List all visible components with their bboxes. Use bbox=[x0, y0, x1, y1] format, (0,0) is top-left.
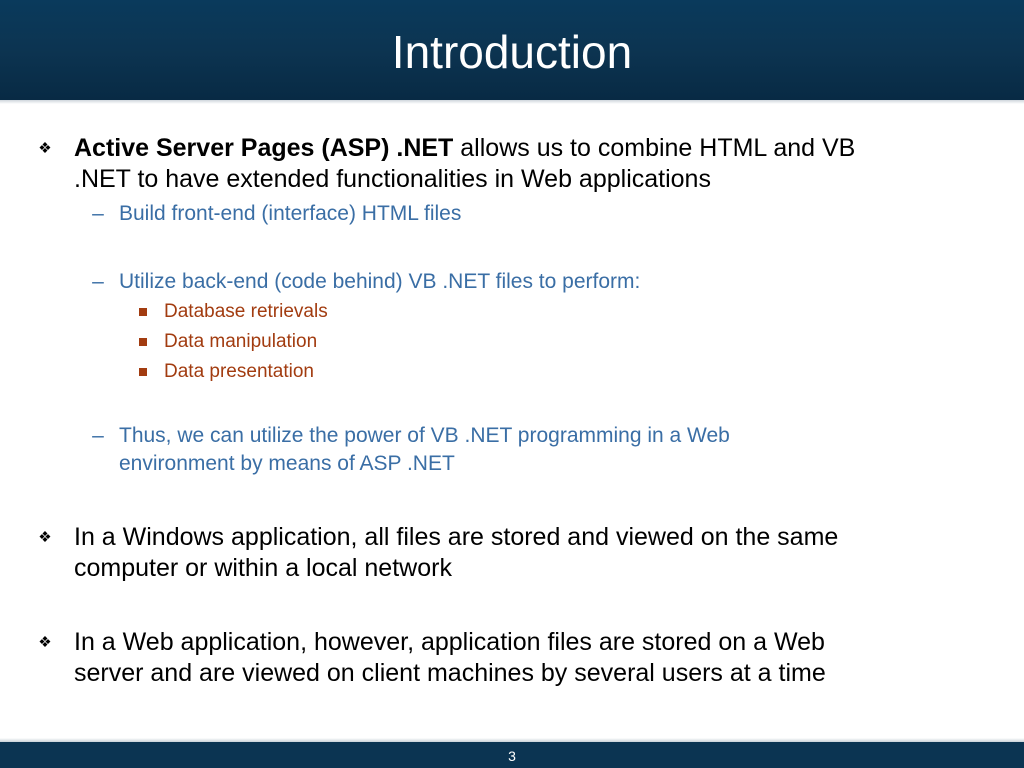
bullet-bold-term: Active Server Pages (ASP) .NET bbox=[74, 134, 454, 162]
footer-bar bbox=[0, 742, 1024, 768]
sub-bullet-front-end: Build front-end (interface) HTML files bbox=[119, 202, 462, 225]
dash-marker: – bbox=[92, 202, 104, 225]
bullet-asp-net: Active Server Pages (ASP) .NET allows us… bbox=[74, 133, 974, 195]
bullet-web-app: In a Web application, however, applicati… bbox=[74, 627, 974, 689]
diamond-cluster-icon: ❖ bbox=[38, 529, 52, 546]
sub-bullet-back-end: Utilize back-end (code behind) VB .NET f… bbox=[119, 270, 641, 293]
bullet-text-line2: .NET to have extended functionalities in… bbox=[74, 165, 711, 193]
bullet-text: allows us to combine HTML and VB bbox=[453, 134, 856, 162]
sub-sub-item: Data manipulation bbox=[164, 331, 318, 352]
dash-marker: – bbox=[92, 424, 104, 447]
bullet-windows-app: In a Windows application, all files are … bbox=[74, 522, 974, 584]
square-icon bbox=[139, 308, 147, 316]
square-icon bbox=[139, 368, 147, 376]
sub-bullet-line2: environment by means of ASP .NET bbox=[119, 452, 455, 475]
sub-bullet-thus: Thus, we can utilize the power of VB .NE… bbox=[119, 422, 919, 478]
square-icon bbox=[139, 338, 147, 346]
footer-divider bbox=[0, 738, 1024, 742]
bullet-line2: computer or within a local network bbox=[74, 554, 452, 582]
diamond-cluster-icon: ❖ bbox=[38, 140, 52, 157]
title-bar-divider bbox=[0, 100, 1024, 104]
bullet-line1: In a Web application, however, applicati… bbox=[74, 628, 825, 656]
sub-sub-item: Data presentation bbox=[164, 361, 314, 382]
sub-bullet-line1: Thus, we can utilize the power of VB .NE… bbox=[119, 424, 730, 447]
bullet-line1: In a Windows application, all files are … bbox=[74, 523, 839, 551]
diamond-cluster-icon: ❖ bbox=[38, 634, 52, 651]
page-number: 3 bbox=[508, 748, 516, 764]
dash-marker: – bbox=[92, 270, 104, 293]
slide-title: Introduction bbox=[391, 26, 633, 78]
sub-sub-item: Database retrievals bbox=[164, 301, 328, 322]
title-bar bbox=[0, 0, 1024, 100]
bullet-line2: server and are viewed on client machines… bbox=[74, 659, 826, 687]
